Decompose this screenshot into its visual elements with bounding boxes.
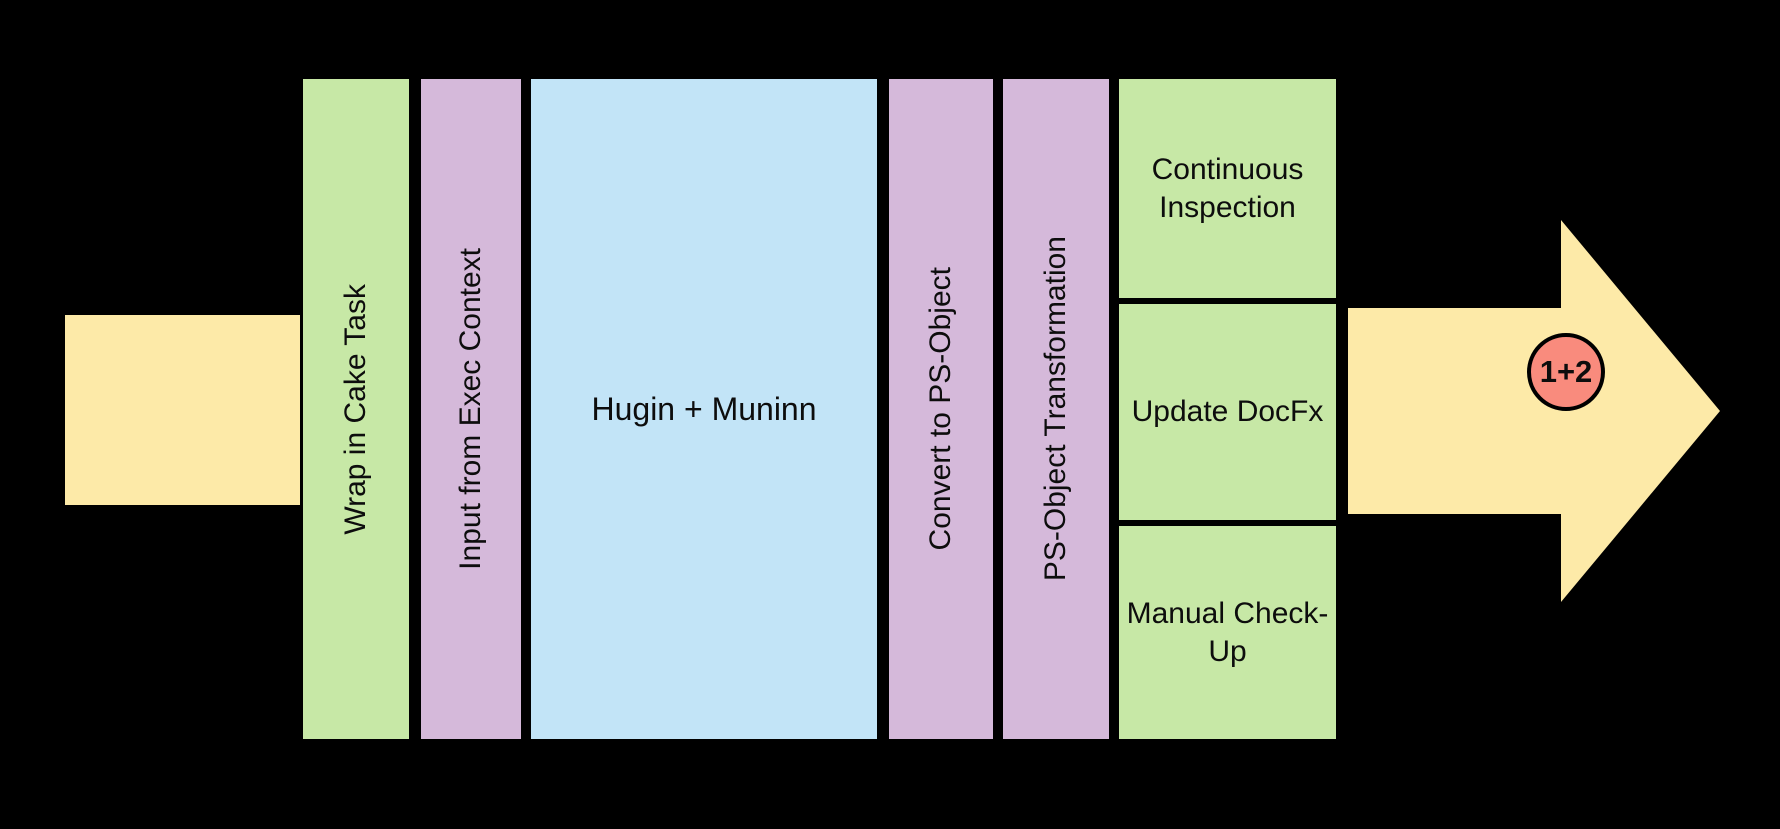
input-block[interactable] [65, 315, 302, 505]
output-update-docfx-label: Update DocFx [1131, 395, 1324, 429]
lane-convert-to-ps-object[interactable]: Convert to PS-Object [886, 76, 996, 742]
badge-1-plus-2-label: 1+2 [1539, 354, 1593, 389]
lane-wrap-in-cake-task-label: Wrap in Cake Task [339, 283, 373, 535]
badge-1-plus-2[interactable]: 1+2 [1527, 333, 1605, 411]
lane-wrap-in-cake-task[interactable]: Wrap in Cake Task [300, 76, 412, 742]
stage-hugin-muninn-label: Hugin + Muninn [591, 391, 817, 427]
lane-ps-object-transformation-label: PS-Object Transformation [1039, 236, 1073, 582]
right-arrow-icon [1348, 220, 1720, 602]
output-update-docfx[interactable]: Update DocFx [1116, 301, 1339, 523]
output-continuous-inspection-label: Continuous Inspection [1151, 153, 1304, 224]
stage-hugin-muninn[interactable]: Hugin + Muninn [528, 76, 880, 742]
lane-input-from-exec-context[interactable]: Input from Exec Context [418, 76, 524, 742]
output-manual-check-up[interactable]: Manual Check-Up [1116, 523, 1339, 742]
result-arrow[interactable] [1348, 220, 1720, 602]
lane-ps-object-transformation[interactable]: PS-Object Transformation [1000, 76, 1112, 742]
output-manual-check-up-label: Manual Check-Up [1126, 597, 1329, 668]
output-continuous-inspection[interactable]: Continuous Inspection [1116, 76, 1339, 301]
lane-convert-to-ps-object-label: Convert to PS-Object [924, 267, 958, 551]
lane-input-from-exec-context-label: Input from Exec Context [454, 248, 488, 570]
